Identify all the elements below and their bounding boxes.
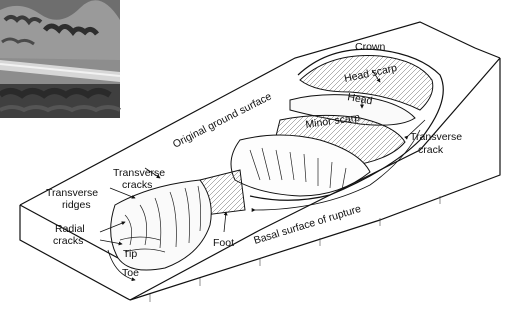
label-transverse-ridges-line1: Transverse — [46, 187, 98, 199]
label-radial-cracks-line1: Radial — [55, 223, 85, 235]
label-transverse-crack-line2: crack — [418, 144, 444, 156]
label-transverse-crack-line1: Transverse — [410, 131, 462, 143]
landslide-scar — [108, 49, 443, 280]
label-toe: Toe — [122, 267, 139, 279]
label-tip: Tip — [123, 248, 137, 260]
label-transverse-ridges-line2: ridges — [62, 199, 91, 211]
label-radial-cracks-line2: cracks — [53, 235, 83, 247]
inset-photo — [0, 0, 120, 118]
label-crown: Crown — [355, 41, 386, 53]
label-transverse-cracks-line2: cracks — [122, 179, 152, 191]
label-transverse-cracks-line1: Transverse — [113, 167, 165, 179]
label-foot: Foot — [213, 237, 234, 249]
